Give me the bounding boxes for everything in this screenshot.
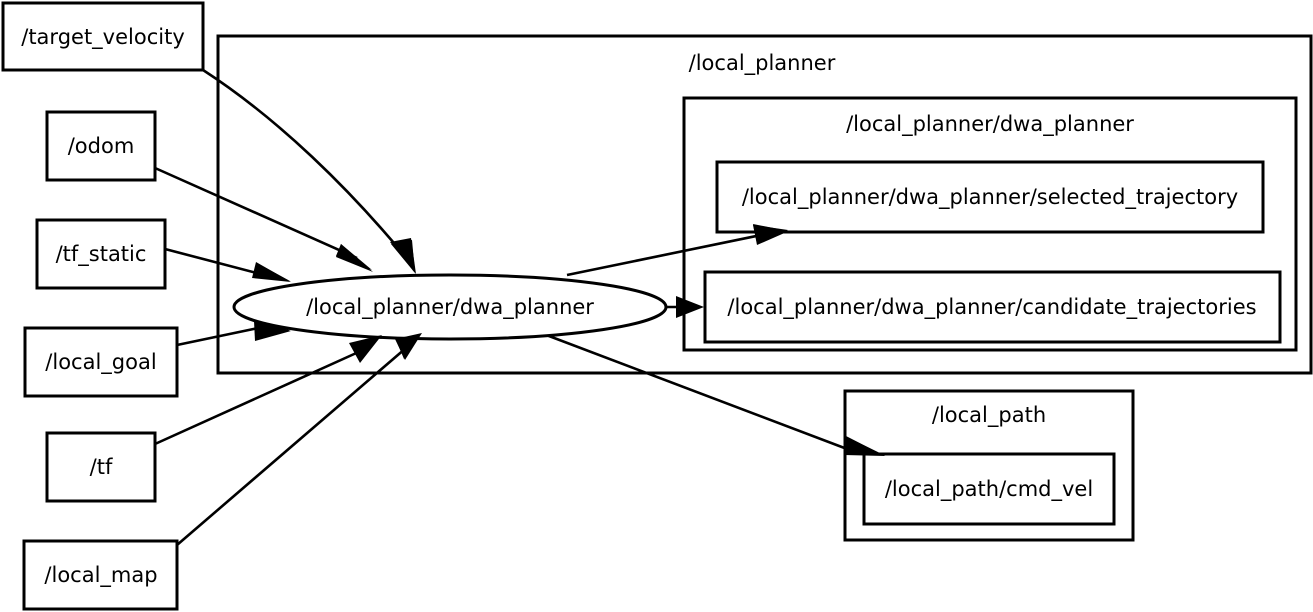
topic-cmd-vel[interactable]: /local_path/cmd_vel: [862, 452, 1116, 526]
topic-selected-trajectory-label: /local_planner/dwa_planner/selected_traj…: [742, 185, 1238, 210]
topic-tf-box[interactable]: [45, 431, 157, 503]
edge-candidate-trajectories-arrowhead-top: [676, 296, 704, 318]
topic-local-goal[interactable]: /local_goal: [23, 326, 179, 398]
topic-tf-static-label: /tf_static: [56, 242, 147, 267]
node-dwa-planner[interactable]: /local_planner/dwa_planner: [232, 273, 668, 341]
topic-target-velocity-box[interactable]: [1, 1, 205, 72]
edge-local-goal-arrowhead-top: [254, 321, 291, 341]
topic-local-goal-box[interactable]: [23, 326, 179, 398]
topic-tf-label: /tf: [90, 455, 113, 479]
edge-tf-static-arrowhead-top: [252, 262, 291, 282]
edge-arrowheads-overlay: [252, 224, 885, 456]
cluster-local-path-border: [843, 389, 1135, 542]
topic-local-map[interactable]: /local_map: [22, 539, 179, 611]
cluster-local-planner-label: /local_planner: [689, 51, 836, 76]
topic-cmd-vel-label: /local_path/cmd_vel: [885, 477, 1093, 502]
topic-candidate-trajectories-box[interactable]: [703, 270, 1282, 344]
topic-target-velocity-label: /target_velocity: [21, 25, 185, 50]
edge-local-map-to-node: [176, 334, 421, 546]
topic-selected-trajectory[interactable]: /local_planner/dwa_planner/selected_traj…: [715, 160, 1265, 234]
node-dwa-planner-label: /local_planner/dwa_planner: [306, 295, 594, 320]
edge-tf-arrowhead-top: [349, 335, 382, 363]
edge-tf-to-node: [154, 336, 381, 446]
cluster-dwa-planner-border: [682, 96, 1298, 352]
cluster-local-path-label: /local_path: [932, 403, 1046, 428]
edge-target-velocity-arrowhead-top: [390, 238, 416, 274]
topic-candidate-trajectories-label: /local_planner/dwa_planner/candidate_tra…: [727, 295, 1256, 320]
topic-local-goal-label: /local_goal: [45, 350, 156, 375]
cluster-local-planner: /local_planner: [216, 34, 1313, 375]
topic-tf-static-box[interactable]: [35, 218, 167, 290]
topic-odom[interactable]: /odom: [45, 110, 157, 182]
topic-odom-box[interactable]: [45, 110, 157, 182]
edge-target-velocity-to-node: [202, 68, 415, 273]
cluster-local-planner-border: [216, 34, 1313, 375]
edge-local-map-arrowhead-top: [395, 333, 422, 360]
topic-tf[interactable]: /tf: [45, 431, 157, 503]
topic-candidate-trajectories[interactable]: /local_planner/dwa_planner/candidate_tra…: [703, 270, 1282, 344]
edge-cmd-vel-arrowhead-top: [844, 436, 885, 456]
cluster-dwa-planner: /local_planner/dwa_planner: [682, 96, 1298, 352]
topic-cmd-vel-box[interactable]: [862, 452, 1116, 526]
cluster-local-path: /local_path: [843, 389, 1135, 542]
edge-selected-trajectory-arrowhead-top: [753, 224, 789, 245]
topic-target-velocity[interactable]: /target_velocity: [1, 1, 205, 72]
topic-local-map-label: /local_map: [44, 563, 157, 588]
edge-odom-arrowhead-top: [336, 244, 373, 272]
topic-odom-label: /odom: [68, 134, 135, 158]
topic-local-map-box[interactable]: [22, 539, 179, 611]
cluster-dwa-planner-label: /local_planner/dwa_planner: [846, 112, 1134, 137]
topic-selected-trajectory-box[interactable]: [715, 160, 1265, 234]
topic-tf-static[interactable]: /tf_static: [35, 218, 167, 290]
node-dwa-planner-ellipse[interactable]: [232, 273, 668, 341]
